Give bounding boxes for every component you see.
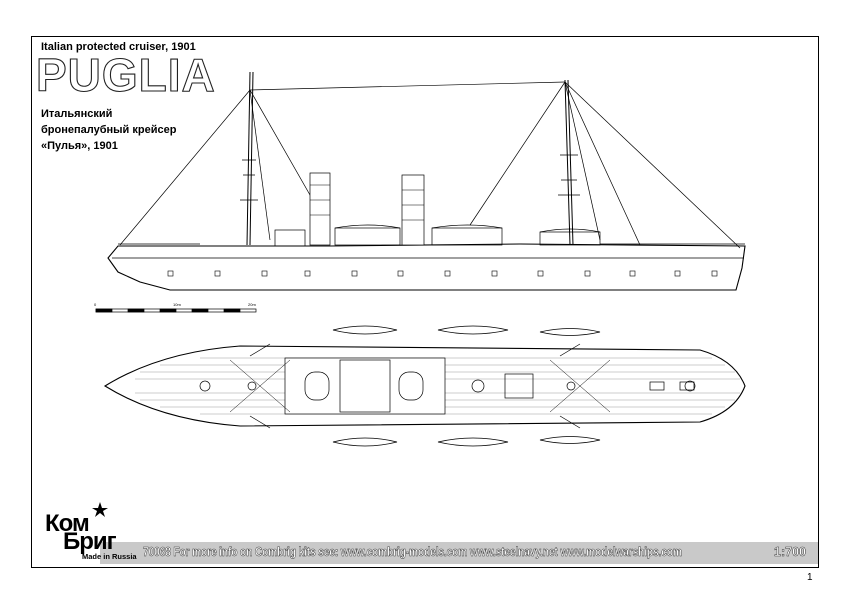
footer-scale-text: 1:700: [774, 545, 806, 560]
scale-label-0: 0: [94, 302, 97, 307]
logo-star-icon: [92, 502, 108, 517]
scale-label-20m: 20m: [248, 302, 256, 307]
logo-text-line-2: Бриг: [63, 528, 117, 555]
scale-label-10m: 10m: [173, 302, 181, 307]
logo-made-in-russia: Made in Russia: [82, 552, 137, 561]
ship-name-title: PUGLIA: [35, 49, 216, 101]
russian-title-line-3: «Пулья», 1901: [41, 140, 118, 152]
english-subtitle: Italian protected cruiser, 1901: [41, 41, 196, 53]
side-profile-view: [107, 71, 746, 291]
drawing-frame: [31, 36, 819, 568]
russian-title-line-1: Итальянский: [41, 108, 113, 120]
russian-title-line-2: бронепалубный крейсер: [41, 124, 177, 136]
page-number: 1: [807, 572, 813, 583]
footer-bar: [100, 542, 818, 564]
scale-bar: [95, 308, 257, 313]
plan-view: [103, 325, 746, 447]
logo-text-line-1: Ком: [45, 510, 90, 537]
footer-info-text: 70068 For more info on Combrig kits see:…: [143, 545, 682, 560]
